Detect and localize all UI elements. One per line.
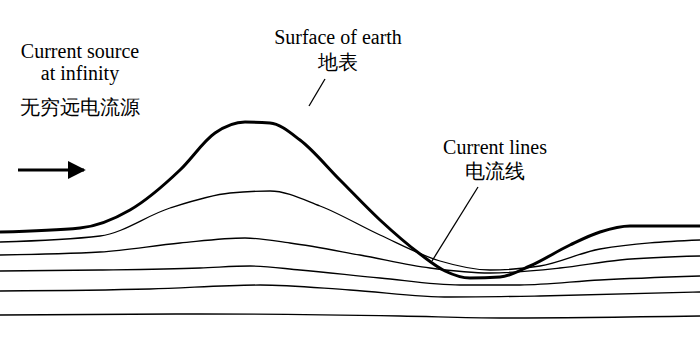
source-label: 无穷远电流源 xyxy=(20,96,140,118)
current-direction-arrow xyxy=(18,169,84,172)
current-line xyxy=(0,314,700,318)
current-line xyxy=(0,266,700,285)
earth-surface-line xyxy=(0,122,700,278)
source-label: Current source at infinity xyxy=(16,40,144,84)
leader-line xyxy=(432,187,478,261)
current-lines-label: 电流线 xyxy=(465,160,525,182)
surface-label: 地表 xyxy=(318,51,358,73)
current-line xyxy=(0,285,700,297)
current-line xyxy=(0,238,700,273)
leader-line xyxy=(309,79,325,106)
current-lines-label: Current lines xyxy=(443,136,547,158)
current-line xyxy=(0,191,700,270)
surface-label: Surface of earth xyxy=(274,26,402,48)
